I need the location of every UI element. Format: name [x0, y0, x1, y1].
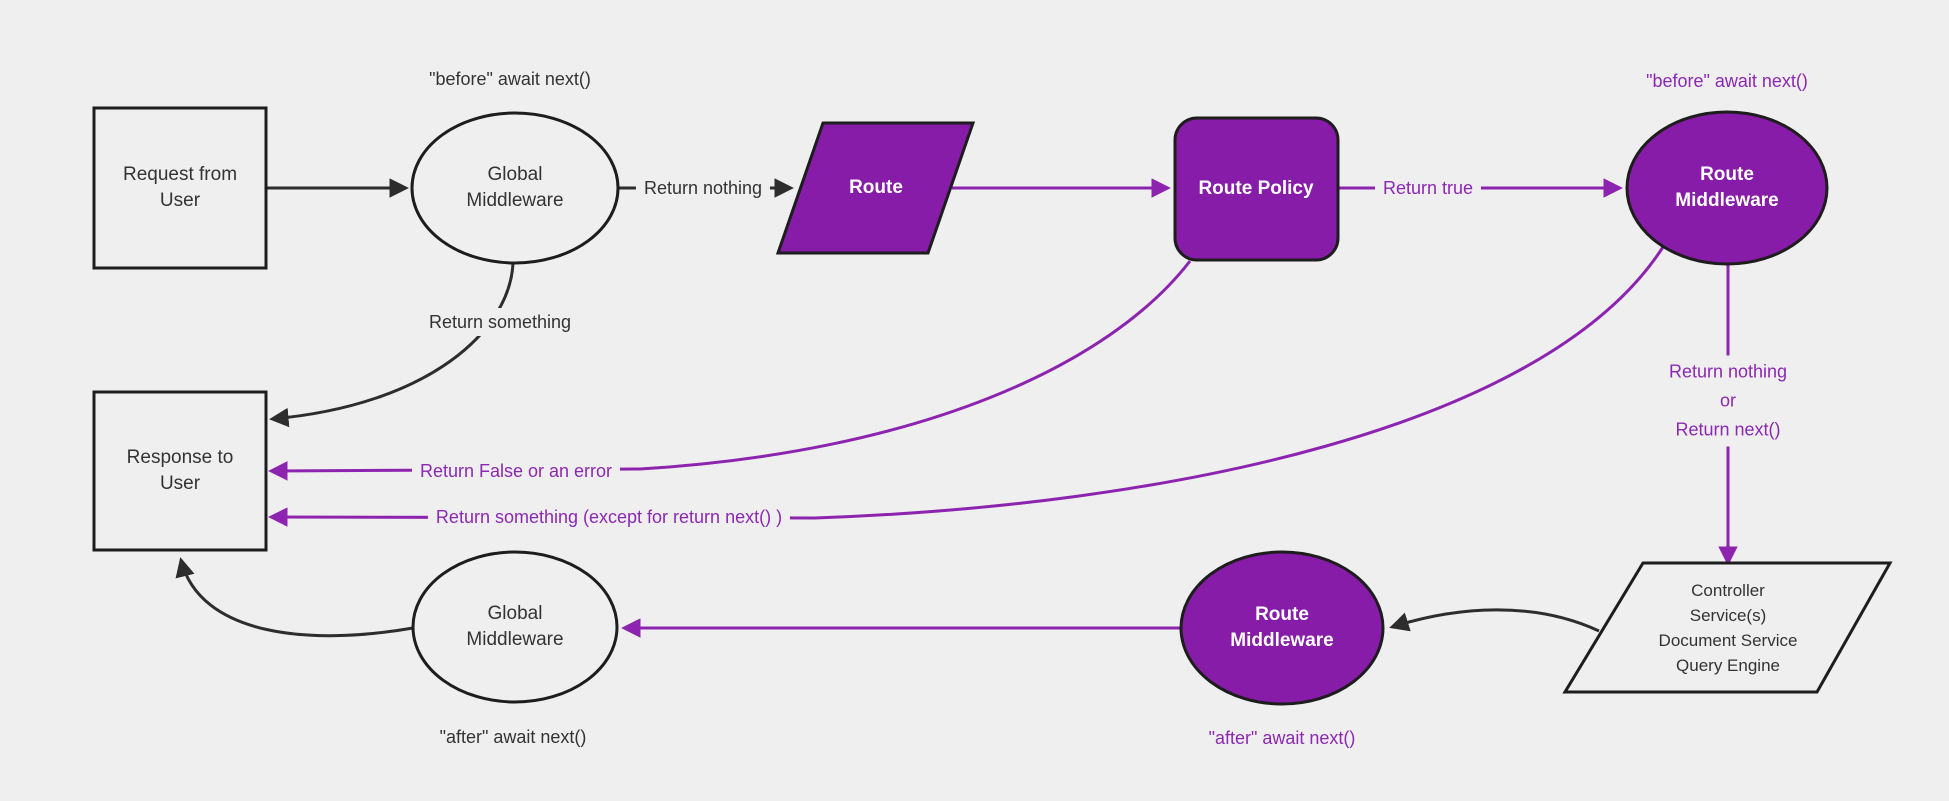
edge-global-middleware-bottom-to-response — [175, 557, 414, 638]
after-await-next-route-label: "after" await next() — [1200, 724, 1364, 752]
return-nothing-or-return-next-label: Return nothing or Return next() — [1660, 355, 1796, 447]
response-to-user-label: Response to User — [126, 447, 234, 494]
controller-services-label: Controller Service(s) Document Service Q… — [1658, 581, 1798, 675]
edge-return-false-to-response — [268, 260, 1192, 481]
return-nothing-label: Return nothing — [635, 174, 771, 202]
edge-return-something-to-response — [269, 262, 515, 428]
route-middleware-top-ellipse — [1625, 110, 1829, 266]
route-parallelogram — [775, 121, 976, 255]
return-something-label: Return something — [420, 308, 580, 336]
route-middleware-bottom-ellipse — [1179, 550, 1385, 706]
edge-return-something-except-to-response — [268, 246, 1665, 527]
global-middleware-top-label: Global Middleware — [466, 164, 564, 211]
route-middleware-bottom-label: Route Middleware — [1230, 604, 1334, 651]
after-await-next-global-label: "after" await next() — [431, 723, 595, 751]
return-true-label: Return true — [1374, 174, 1482, 202]
global-middleware-bottom-ellipse — [411, 550, 619, 704]
request-from-user-box — [92, 106, 268, 270]
route-policy-label: Route Policy — [1198, 178, 1314, 199]
before-await-next-route-label: "before" await next() — [1638, 67, 1816, 95]
route-label: Route — [849, 177, 903, 198]
before-await-next-global-label: "before" await next() — [421, 65, 599, 93]
response-to-user-box — [92, 390, 268, 552]
return-something-except-label: Return something (except for return next… — [427, 503, 791, 531]
global-middleware-bottom-label: Global Middleware — [466, 603, 564, 650]
route-middleware-top-label: Route Middleware — [1675, 164, 1779, 211]
request-from-user-label: Request from User — [122, 164, 238, 211]
controller-services-parallelogram — [1562, 561, 1893, 694]
edge-controller-to-route-middleware-bottom — [1389, 608, 1600, 633]
route-policy-box — [1173, 116, 1340, 262]
return-false-or-error-label: Return False or an error — [411, 457, 621, 485]
global-middleware-top-ellipse — [410, 111, 620, 265]
